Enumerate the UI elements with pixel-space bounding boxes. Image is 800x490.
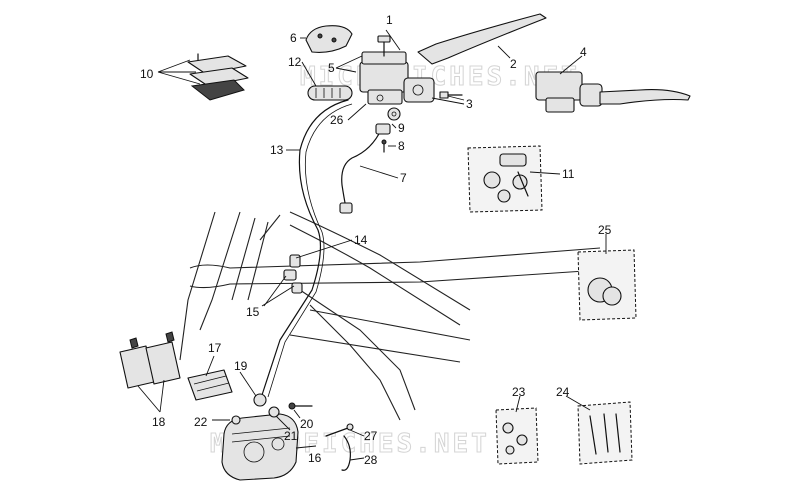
pad-spring: [187, 369, 233, 401]
callout-25: 25: [598, 223, 612, 237]
hose-clip: [283, 254, 303, 294]
callout-15: 15: [246, 305, 260, 319]
frame-tubes: [179, 211, 601, 421]
callout-17: 17: [208, 341, 222, 355]
callout-13: 13: [270, 143, 284, 157]
stoplight-switch: [375, 123, 391, 135]
master-cylinder: [359, 51, 435, 105]
callout-26: 26: [330, 113, 344, 127]
hand-grip: [307, 85, 353, 101]
leader-lines: [137, 29, 607, 461]
reservoir-screw: [377, 35, 391, 57]
callout-11: 11: [562, 167, 575, 181]
repair-kit-bag: [467, 145, 543, 213]
switch-screw: [381, 139, 387, 153]
callout-6: 6: [290, 31, 297, 45]
callout-4: 4: [580, 45, 587, 59]
cable-connector: [339, 202, 353, 214]
callout-19: 19: [234, 359, 248, 373]
lever-cover: [305, 25, 353, 53]
callout-10: 10: [140, 67, 154, 81]
banjo-bolt: [387, 107, 401, 121]
brake-lever: [417, 13, 547, 65]
bleed-screw: [231, 415, 241, 425]
brake-hose: [261, 99, 349, 396]
brake-caliper: [221, 413, 299, 481]
pad-spring-kit: [577, 249, 637, 321]
caliper-washer: [268, 406, 280, 418]
callout-12: 12: [288, 55, 302, 69]
callout-24: 24: [556, 385, 570, 399]
callout-23: 23: [512, 385, 526, 399]
callout-9: 9: [398, 121, 405, 135]
callout-22: 22: [194, 415, 208, 429]
callout-2: 2: [510, 57, 517, 71]
caliper-bolt: [288, 402, 313, 410]
callout-21: 21: [284, 429, 298, 443]
callout-8: 8: [398, 139, 405, 153]
brake-pads: [119, 331, 181, 389]
pivot-bolt: [439, 91, 463, 99]
callout-7: 7: [400, 171, 407, 185]
seal-kit-large: [577, 401, 633, 465]
callout-3: 3: [466, 97, 473, 111]
stoplight-switch-cable: [341, 127, 383, 209]
reservoir-cap-kit: [187, 53, 249, 101]
callout-27: 27: [364, 429, 378, 443]
banjo-washer: [253, 393, 267, 407]
master-cylinder-complete: [535, 71, 691, 113]
callout-18: 18: [152, 415, 166, 429]
callout-1: 1: [386, 13, 393, 27]
callout-16: 16: [308, 451, 322, 465]
callout-5: 5: [328, 61, 335, 75]
seal-kit-small: [495, 407, 539, 465]
callout-14: 14: [354, 233, 368, 247]
callout-20: 20: [300, 417, 314, 431]
callout-28: 28: [364, 453, 378, 467]
